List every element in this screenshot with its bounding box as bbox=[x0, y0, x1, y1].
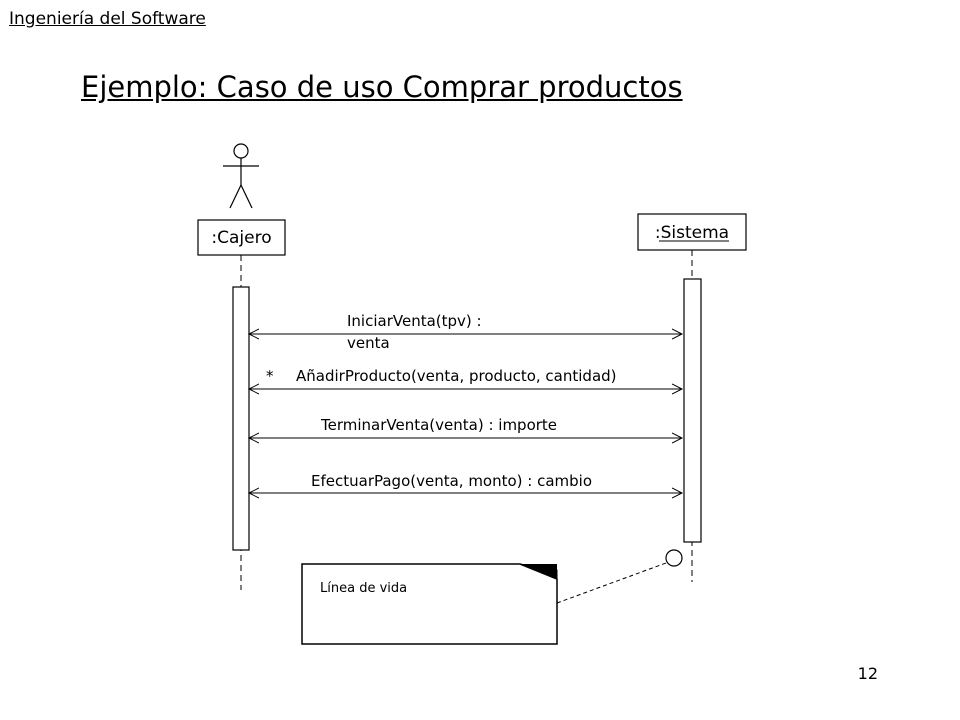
message-2-multiplicity: * bbox=[266, 367, 274, 385]
sistema-object: :Sistema bbox=[637, 213, 747, 251]
message-2-label: AñadirProducto(venta, producto, cantidad… bbox=[296, 367, 617, 385]
message-efectuar-pago: EfectuarPago(venta, monto) : cambio bbox=[249, 472, 682, 493]
note-anchor-icon bbox=[665, 549, 683, 567]
lifeline-note: Línea de vida bbox=[301, 563, 558, 645]
course-title: Ingeniería del Software bbox=[9, 9, 206, 29]
message-3-label: TerminarVenta(venta) : importe bbox=[320, 416, 557, 434]
page-number: 12 bbox=[857, 664, 878, 683]
message-1-label-continued: venta bbox=[347, 334, 390, 352]
cajero-object: :Cajero bbox=[197, 219, 286, 256]
sistema-label: :Sistema bbox=[655, 223, 729, 243]
cajero-activation-bar bbox=[232, 286, 250, 551]
actor-stick-figure-icon bbox=[223, 143, 259, 209]
cajero-label: :Cajero bbox=[211, 228, 271, 248]
message-1-label: IniciarVenta(tpv) : bbox=[347, 312, 482, 330]
message-4-label: EfectuarPago(venta, monto) : cambio bbox=[311, 472, 592, 490]
message-terminar-venta: TerminarVenta(venta) : importe bbox=[249, 416, 682, 438]
message-anadir-producto: * AñadirProducto(venta, producto, cantid… bbox=[249, 367, 682, 389]
slide-title: Ejemplo: Caso de uso Comprar productos bbox=[81, 70, 683, 104]
message-iniciar-venta: IniciarVenta(tpv) : venta bbox=[249, 312, 682, 352]
note-text: Línea de vida bbox=[320, 581, 407, 596]
sistema-activation-bar bbox=[683, 278, 702, 543]
note-connector bbox=[556, 562, 667, 604]
